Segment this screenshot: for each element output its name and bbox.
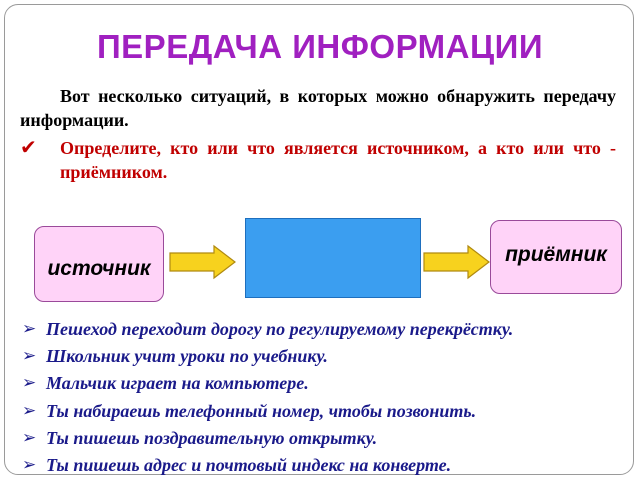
list-item: ➢ Школьник учит уроки по учебнику. [22,343,622,370]
list-item: ➢ Ты пишешь адрес и почтовый индекс на ко… [22,452,622,479]
arrowhead-bullet-icon: ➢ [22,400,37,421]
list-item-text: Мальчик играет на компьютере. [46,373,309,394]
list-item: ➢ Мальчик играет на компьютере. [22,370,622,397]
list-item: ➢ Ты набираешь телефонный номер, чтобы по… [22,398,622,425]
arrowhead-bullet-icon: ➢ [22,319,37,339]
list-item-text: Ты пишешь адрес и почтовый индекс на кон… [46,454,452,475]
arrow-right-icon [169,244,236,280]
receiver-label: приёмник [505,243,607,266]
list-item: ➢ Ты пишешь поздравительную открытку. [22,425,622,452]
arrowhead-bullet-icon: ➢ [22,427,37,448]
source-box: источник [34,226,164,302]
checkmark-icon: ✔ [20,135,37,159]
situations-list: ➢ Пешеход переходит дорогу по регулируемо… [22,316,622,479]
channel-box [245,218,421,298]
intro-text: Вот несколько ситуаций, в которых можно … [20,86,616,130]
list-item-text: Пешеход переходит дорогу по регулируемом… [46,319,514,339]
list-item-text: Ты набираешь телефонный номер, чтобы поз… [46,400,477,421]
list-item-text: Школьник учит уроки по учебнику. [46,346,328,367]
list-item: ➢ Пешеход переходит дорогу по регулируемо… [22,316,622,343]
list-item-text: Ты пишешь поздравительную открытку. [46,427,378,448]
page-title: ПЕРЕДАЧА ИНФОРМАЦИИ [96,28,544,65]
arrowhead-bullet-icon: ➢ [22,346,37,367]
source-label: источник [47,257,151,280]
arrowhead-bullet-icon: ➢ [22,454,37,475]
task-text: Определите, кто или что является источни… [60,138,616,182]
receiver-box: приёмник [490,220,622,294]
arrowhead-bullet-icon: ➢ [22,373,37,394]
arrow-right-icon [423,244,490,280]
